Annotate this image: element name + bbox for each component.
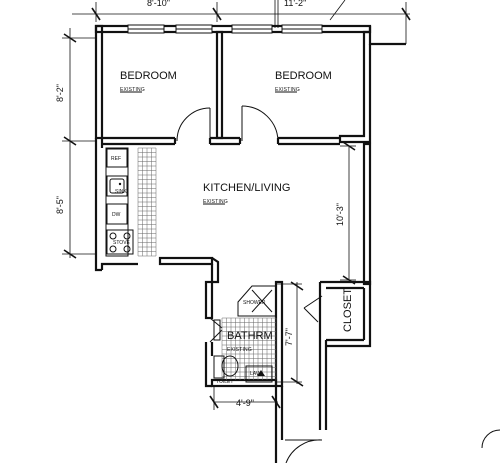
dim-left-upper: 8'-2" bbox=[55, 84, 65, 102]
toilet-tank bbox=[213, 355, 225, 379]
kitchen-living-note: EXISTING bbox=[203, 199, 228, 205]
toilet-label: TOILET bbox=[216, 379, 233, 385]
door-closet bbox=[303, 295, 323, 323]
dimension-lines bbox=[62, 0, 411, 410]
dim-top-left: 8'-10" bbox=[147, 0, 170, 8]
door-lower-right bbox=[481, 429, 500, 449]
door-entry bbox=[285, 439, 323, 463]
lavatory bbox=[245, 365, 273, 383]
window-top-left bbox=[127, 24, 165, 34]
dimension-labels: 8'-10" 11'-2" 8'-2" 8'-5" 10'-3" 7'-7" 4… bbox=[55, 0, 345, 408]
lav-label: LAV. bbox=[250, 371, 260, 377]
fridge-label: REF bbox=[111, 156, 121, 162]
dim-bath-height: 7'-7" bbox=[284, 328, 294, 346]
dim-left-lower: 8'-5" bbox=[55, 196, 65, 214]
stove bbox=[106, 229, 134, 255]
fridge bbox=[106, 148, 128, 168]
room-labels: BEDROOM EXISTING BEDROOM EXISTING KITCHE… bbox=[120, 70, 354, 353]
kitchen-living-label: KITCHEN/LIVING bbox=[203, 182, 290, 194]
kitchen-sink bbox=[106, 175, 128, 197]
dim-right-living: 10'-3" bbox=[335, 203, 345, 226]
bedroom-right-note: EXISTING bbox=[275, 87, 300, 93]
bathroom-note: EXISTING bbox=[227, 347, 252, 353]
bedroom-left-note: EXISTING bbox=[120, 87, 145, 93]
kitchen-counter: REF SINK DW STOVE bbox=[105, 147, 157, 257]
window-top-right-a bbox=[231, 24, 273, 34]
bathroom-label: BATHRM bbox=[227, 330, 273, 342]
door-bedroom-right bbox=[241, 105, 279, 142]
dishwasher bbox=[106, 203, 128, 225]
shower-label: SHOWER bbox=[243, 300, 266, 306]
closet-label: CLOSET bbox=[342, 288, 354, 332]
walls bbox=[94, 24, 406, 463]
sink-label: SINK bbox=[115, 189, 127, 195]
dim-bath-width: 4'-9" bbox=[236, 398, 254, 408]
bedroom-right-label: BEDROOM bbox=[275, 70, 332, 82]
dishwasher-label: DW bbox=[112, 212, 121, 218]
bathroom-fixtures: SHOWER TOILET LAV. bbox=[213, 285, 277, 385]
shower bbox=[237, 285, 277, 317]
window-top-right-b bbox=[281, 24, 323, 34]
dim-top-right: 11'-2" bbox=[284, 0, 306, 8]
doors bbox=[176, 105, 500, 463]
toilet bbox=[221, 355, 239, 377]
window-top-mid bbox=[175, 24, 213, 34]
stove-label: STOVE bbox=[113, 240, 131, 246]
door-bedroom-left bbox=[176, 107, 211, 142]
door-bathroom bbox=[209, 317, 223, 343]
bedroom-left-label: BEDROOM bbox=[120, 70, 177, 82]
